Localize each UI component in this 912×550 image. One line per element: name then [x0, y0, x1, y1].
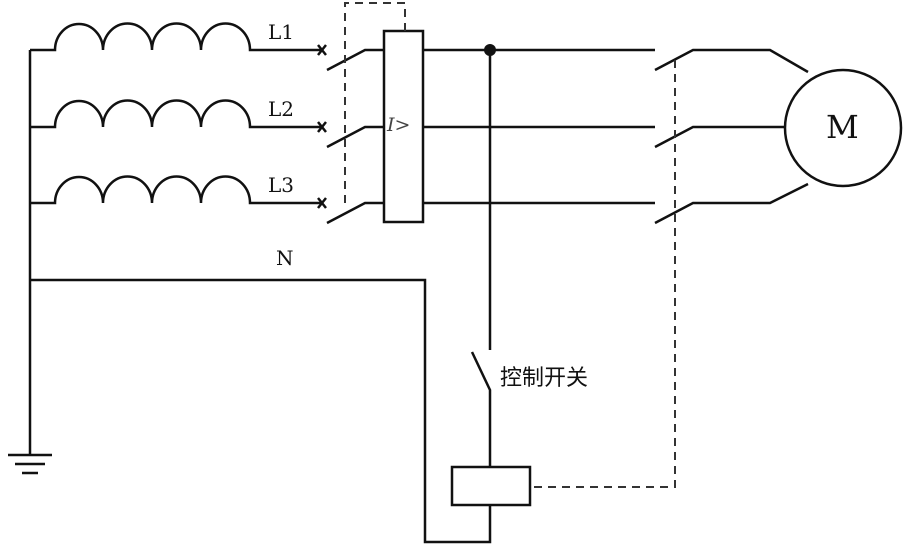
label-control-switch: 控制开关 [500, 366, 589, 391]
label-L1: L1 [268, 20, 295, 44]
contactor-coil [450, 465, 532, 507]
label-motor: M [826, 108, 859, 146]
motor [783, 68, 903, 188]
label-L2: L2 [268, 97, 295, 121]
circuit-breaker [326, 2, 425, 225]
label-L3: L3 [268, 173, 295, 197]
control-wire [470, 50, 492, 467]
neutral-line [30, 278, 492, 544]
winding-L2 [30, 99, 327, 133]
label-overcurrent: I> [387, 114, 411, 136]
contactor-contacts [532, 48, 809, 488]
winding-L1 [30, 22, 327, 56]
ground-icon [8, 453, 52, 475]
label-N: N [276, 246, 294, 270]
winding-L3 [30, 175, 327, 209]
